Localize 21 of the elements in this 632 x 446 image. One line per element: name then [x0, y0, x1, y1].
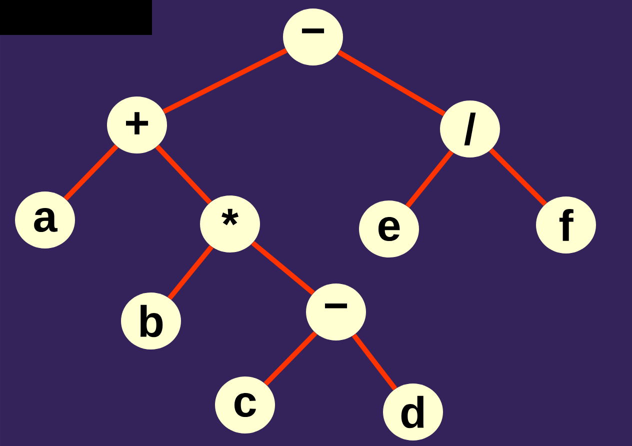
branch-line [162, 48, 288, 114]
tree-node: / [440, 100, 500, 158]
tree-node: c [215, 376, 275, 434]
tree-node: * [200, 196, 260, 252]
branch-line [489, 148, 547, 206]
tree-node: + [107, 96, 167, 154]
tree-node: a [15, 192, 75, 248]
tree-node: e [359, 200, 419, 258]
branch-line [251, 240, 315, 296]
branch-line [352, 334, 398, 390]
branch-line [168, 245, 214, 300]
tree-node: d [383, 384, 443, 440]
branch-line [64, 144, 118, 201]
branch-line [155, 144, 212, 204]
tree-node: − [306, 284, 366, 340]
branch-line [337, 50, 446, 116]
tree-node: − [283, 8, 343, 66]
tree-node: f [536, 196, 596, 254]
branch-line [405, 150, 454, 208]
branch-line [264, 331, 318, 386]
tree-node: b [121, 292, 181, 350]
